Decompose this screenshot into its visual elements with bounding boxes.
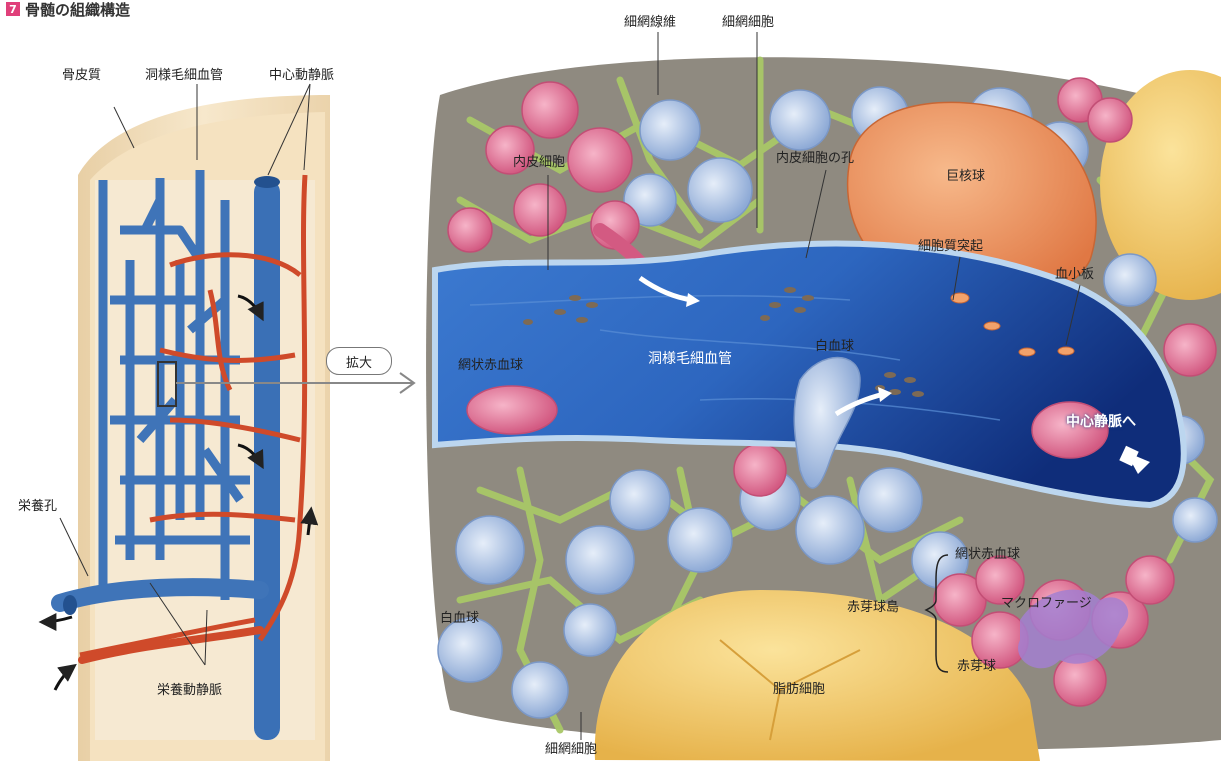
label-reticular-cell-top: 細網細胞	[722, 16, 774, 29]
label-erythroblastic-island: 赤芽球島	[847, 601, 899, 614]
label-cytoplasmic-process: 細胞質突起	[918, 240, 983, 253]
label-sinusoid: 洞様毛細血管	[145, 69, 223, 82]
reticulocyte-in-vessel	[467, 386, 557, 434]
label-nutrient-foramen: 栄養孔	[18, 500, 57, 513]
label-reticulocyte-right: 網状赤血球	[955, 548, 1020, 561]
label-central-vein: 中心動静脈	[269, 69, 334, 82]
label-erythroblast: 赤芽球	[957, 660, 996, 673]
label-reticular-cell-bottom: 細網細胞	[545, 743, 597, 756]
label-adipocyte: 脂肪細胞	[773, 683, 825, 696]
label-macrophage: マクロファージ	[1001, 597, 1092, 610]
label-cortical-bone: 骨皮質	[62, 69, 101, 82]
label-to-central-vein: 中心静脈へ	[1066, 415, 1136, 429]
label-platelet: 血小板	[1055, 268, 1094, 281]
label-reticulocyte-left: 網状赤血球	[458, 359, 523, 372]
label-endothelial-pore: 内皮細胞の孔	[776, 152, 854, 165]
label-leukocyte-top: 白血球	[815, 340, 854, 353]
label-nutrient-vessels: 栄養動静脈	[157, 684, 222, 697]
label-megakaryocyte: 巨核球	[946, 170, 985, 183]
magnify-pill: 拡大	[326, 347, 392, 375]
bone-section	[42, 95, 414, 761]
label-leukocyte-left: 白血球	[440, 612, 479, 625]
label-reticular-fiber: 細網線維	[624, 16, 676, 29]
label-endothelial-cell: 内皮細胞	[513, 156, 565, 169]
label-sinusoid-center: 洞様毛細血管	[648, 352, 732, 366]
